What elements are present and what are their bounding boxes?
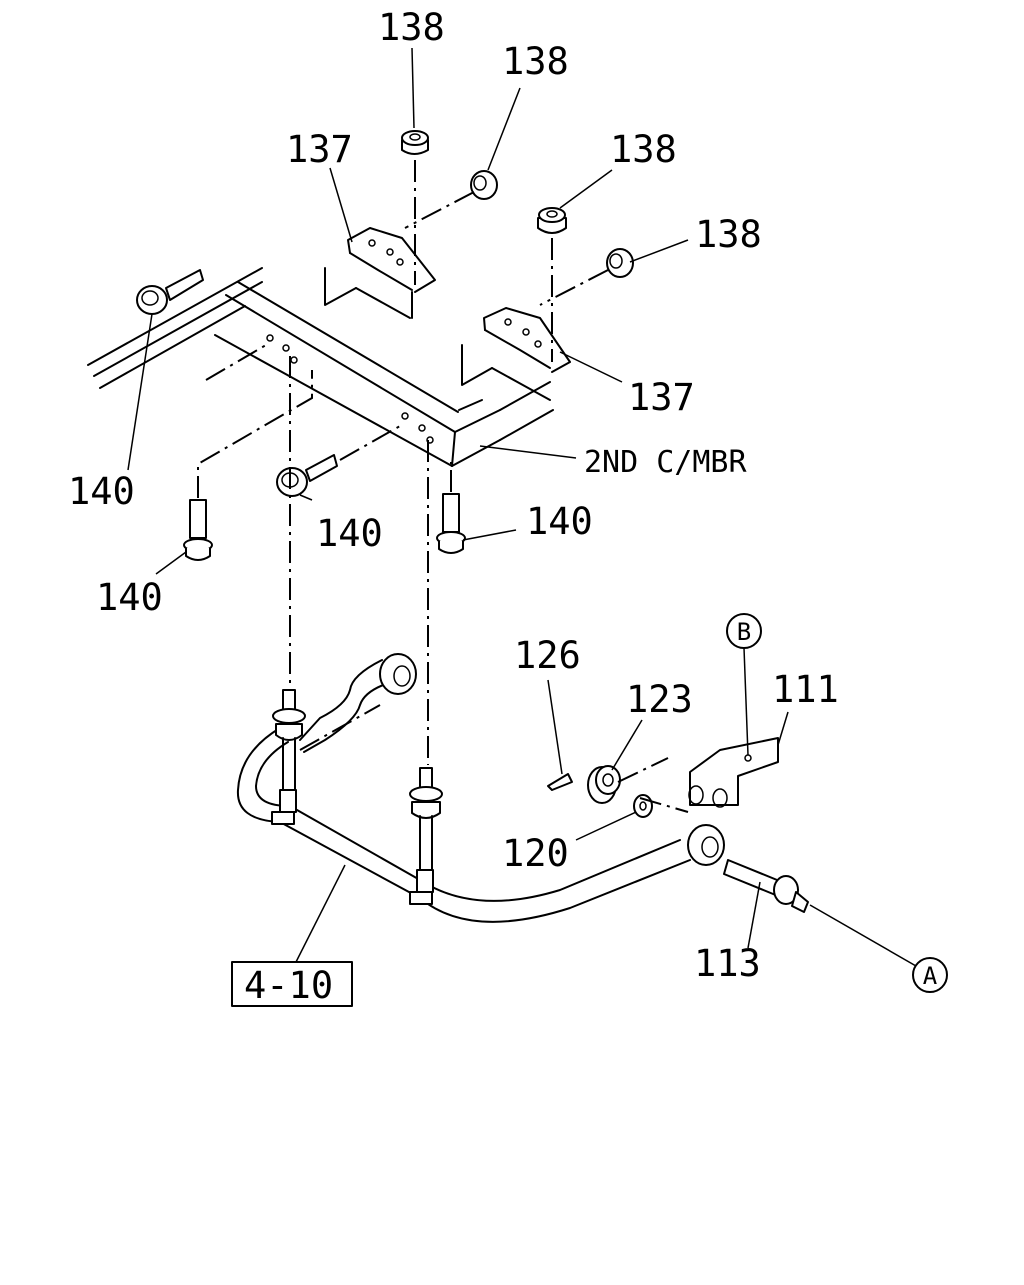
bolt-140-vertical-right	[436, 493, 466, 554]
callout-138-top: 138	[378, 6, 445, 49]
clip-126	[547, 773, 573, 791]
callout-140-right: 140	[526, 500, 593, 543]
circle-ref-b-label: B	[737, 618, 751, 646]
center-lines	[197, 160, 689, 813]
circle-ref-a-label: A	[923, 962, 938, 990]
callout-123: 123	[626, 678, 693, 721]
bolt-140-vertical-left	[183, 499, 213, 561]
circle-ref-a: A	[912, 957, 948, 993]
reference-box: 4-10	[231, 961, 353, 1007]
flange-nut-138-side	[470, 170, 498, 200]
circle-ref-b: B	[726, 613, 762, 649]
bushing-123	[587, 765, 621, 804]
bolt-140-left	[136, 269, 204, 315]
crossmember-label: 2ND C/MBR	[584, 445, 747, 480]
link-bushing-right	[409, 767, 443, 905]
callout-140-middle: 140	[316, 512, 383, 555]
stabilizer-bar	[236, 653, 725, 923]
callout-138-top-right: 138	[610, 128, 677, 171]
callout-126: 126	[514, 634, 581, 677]
callout-140-bottom: 140	[96, 576, 163, 619]
crossmember-holes	[266, 334, 434, 444]
reference-box-label: 4-10	[244, 964, 333, 1007]
link-bushing-left	[271, 689, 306, 825]
callout-120: 120	[502, 832, 569, 875]
callout-labels: 138 138 138 138 137 137 140 140 140 140 …	[68, 6, 839, 985]
callout-111: 111	[772, 668, 839, 711]
bracket-111	[688, 737, 779, 808]
bolt-140-middle	[276, 454, 338, 497]
frame-rail	[87, 267, 554, 467]
crossmember-bracket-right	[461, 307, 571, 401]
callout-138-side-right: 138	[695, 213, 762, 256]
callout-113: 113	[694, 942, 761, 985]
bolt-113	[723, 859, 809, 913]
flange-nut-138-top	[401, 130, 429, 155]
crossmember-bracket-left	[324, 227, 436, 319]
callout-138-side: 138	[502, 40, 569, 83]
callout-137-right: 137	[628, 376, 695, 419]
flange-nut-138-top-right	[537, 207, 567, 234]
callout-140-left: 140	[68, 470, 135, 513]
callout-137-left: 137	[286, 128, 353, 171]
flange-nut-138-side-right	[606, 248, 634, 278]
leader-lines	[127, 47, 917, 967]
